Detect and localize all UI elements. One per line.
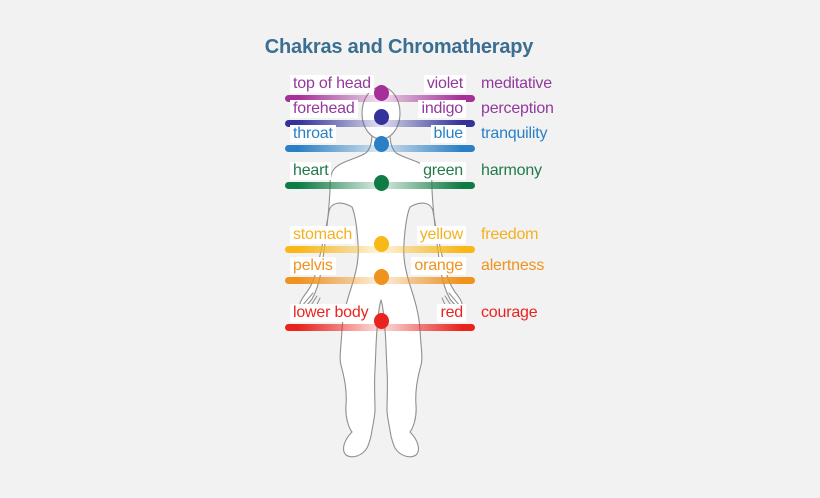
quality-label: tranquility	[481, 125, 548, 142]
location-label: forehead	[290, 100, 358, 118]
location-label: throat	[290, 125, 336, 143]
chakra-dot-blue	[373, 136, 389, 152]
quality-label: meditative	[481, 75, 552, 92]
chakra-dot-yellow	[373, 236, 389, 252]
location-label: pelvis	[290, 257, 336, 275]
color-name-label: red	[437, 304, 466, 322]
location-label: lower body	[290, 304, 372, 322]
diagram-title: Chakras and Chromatherapy	[264, 36, 534, 58]
left-hand-fingers	[301, 292, 314, 307]
quality-label: freedom	[481, 226, 539, 243]
color-name-label: orange	[411, 257, 466, 275]
color-name-label: blue	[430, 125, 466, 143]
location-label: stomach	[290, 226, 356, 244]
chakra-dot-violet	[373, 85, 389, 101]
color-name-label: yellow	[416, 226, 466, 244]
right-hand-fingers	[448, 292, 461, 307]
quality-label: harmony	[481, 162, 542, 179]
chakra-dot-indigo	[373, 109, 389, 125]
location-label: heart	[290, 162, 332, 180]
quality-label: perception	[481, 100, 554, 117]
color-name-label: green	[420, 162, 466, 180]
quality-label: courage	[481, 304, 538, 321]
chakra-dot-orange	[373, 269, 389, 285]
quality-label: alertness	[481, 257, 545, 274]
color-name-label: violet	[423, 75, 466, 93]
color-name-label: indigo	[418, 100, 466, 118]
location-label: top of head	[290, 75, 374, 93]
chakra-dot-red	[373, 313, 389, 329]
chakra-dot-green	[373, 175, 389, 191]
